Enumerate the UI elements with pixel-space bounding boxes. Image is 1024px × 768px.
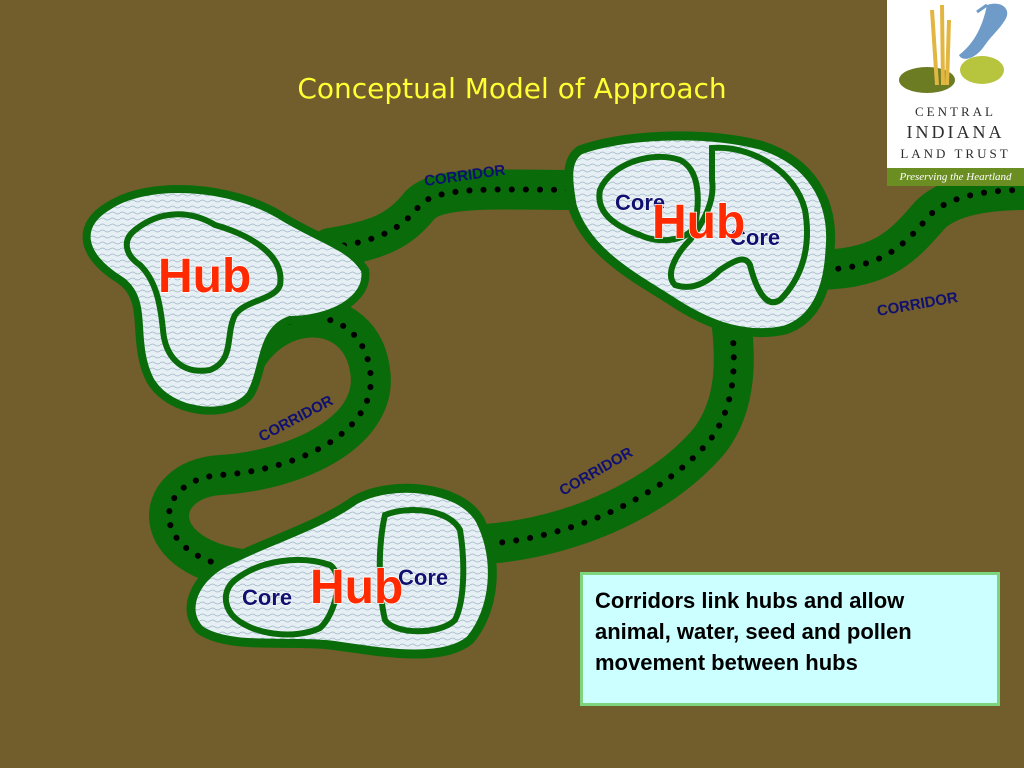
core-top-right-b	[668, 144, 810, 306]
slide-title: Conceptual Model of Approach	[297, 72, 727, 105]
logo-tagline: Preserving the Heartland	[887, 168, 1024, 186]
core-label-top-a: Core	[615, 190, 665, 215]
central-indiana-land-trust-logo: CENTRAL INDIANA LAND TRUST Preserving th…	[887, 0, 1024, 186]
corridor-bottom-right	[440, 290, 754, 565]
corridor-right	[790, 170, 1024, 290]
note-text: Corridors link hubs and allow animal, wa…	[595, 588, 912, 675]
note-box: Corridors link hubs and allow animal, wa…	[580, 572, 1000, 706]
hub-label-top-right: Hub	[652, 196, 745, 249]
core-top-right-a	[596, 153, 701, 244]
heron-icon	[899, 3, 1008, 93]
hub-label-left: Hub	[158, 250, 251, 303]
core-left	[123, 211, 284, 374]
corridor-label-right: CORRIDOR	[876, 289, 960, 320]
hub-top-right	[564, 131, 836, 338]
core-label-top-b: Core	[730, 225, 780, 250]
core-bottom-a	[222, 557, 341, 638]
hub-left	[82, 184, 370, 415]
hub-label-bottom: Hub	[310, 561, 403, 614]
core-label-bottom-a: Core	[242, 585, 292, 610]
logo-line-indiana: INDIANA	[906, 122, 1005, 142]
core-bottom-b	[376, 507, 467, 635]
hub-bottom	[186, 483, 497, 659]
logo-line-land-trust: LAND TRUST	[900, 146, 1011, 161]
logo-line-central: CENTRAL	[915, 104, 996, 119]
core-label-bottom-b: Core	[398, 565, 448, 590]
